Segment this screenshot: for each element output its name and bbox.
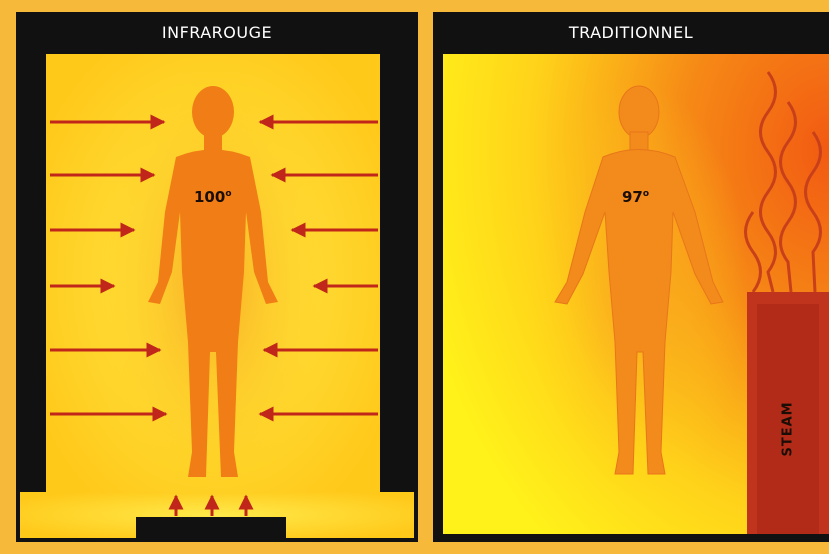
infrared-sauna-diagram: [16, 12, 418, 542]
traditional-sauna-diagram: [433, 12, 829, 542]
body-temperature-traditional: 97o: [622, 188, 649, 206]
infrared-heater: [136, 517, 286, 542]
infrared-sauna-panel: INFRAROUGE: [16, 12, 418, 542]
traditional-sauna-panel: TRADITIONNEL: [433, 12, 829, 542]
body-temperature-infrared: 100o: [194, 188, 232, 206]
steam-label: STEAM: [781, 407, 796, 457]
